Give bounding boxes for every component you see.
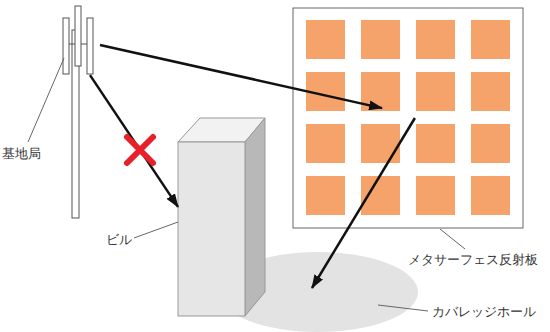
part-label: 基地局: [2, 146, 41, 162]
part-label: カバレッジホール: [432, 304, 536, 320]
signal-arrow: [90, 75, 178, 207]
base-station: 基地局: [62, 5, 100, 220]
signal-arrow: [100, 45, 382, 108]
leader-lines: [28, 58, 465, 311]
tower-symbol: [63, 6, 93, 218]
building-shape: [178, 118, 265, 316]
part-label: メタサーフェス反射板: [408, 252, 538, 268]
part-label: ビル: [106, 232, 132, 248]
building: ビル: [178, 118, 265, 316]
coverage-hole: カバレッジホール: [218, 252, 418, 332]
signal-arrow: [312, 118, 415, 288]
metasurface-reflector: メタサーフェス反射板: [293, 8, 523, 228]
reflector-panel: [293, 8, 523, 228]
